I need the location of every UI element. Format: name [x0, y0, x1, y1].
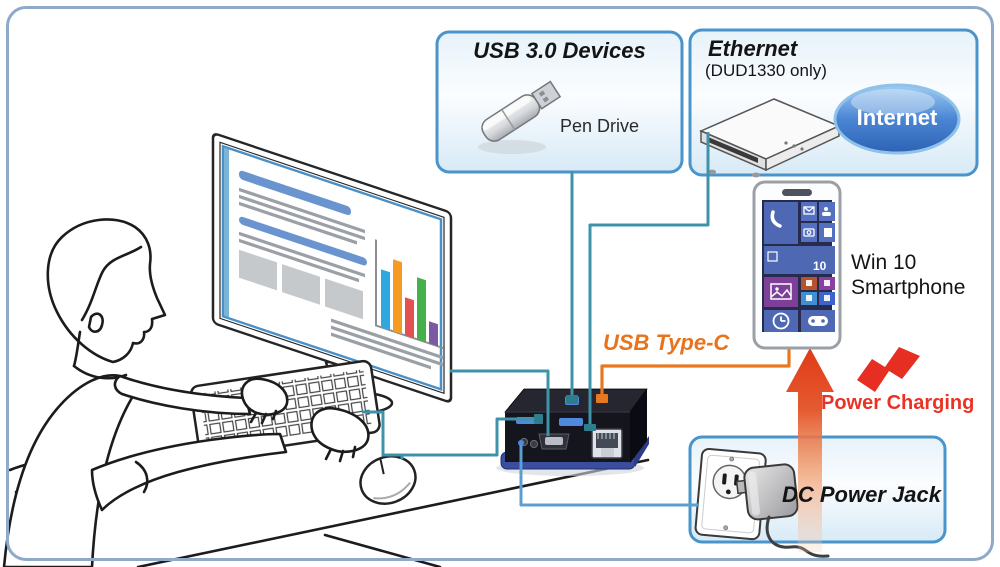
game-tile-icon — [808, 316, 828, 326]
calendar-tile-badge: 10 — [813, 259, 827, 273]
photos-tile-icon — [770, 283, 792, 300]
power-charging-label: Power Charging — [821, 392, 975, 414]
person-illustration — [2, 218, 167, 567]
mouse-illustration — [359, 455, 417, 505]
lightning-bolt-icon — [857, 347, 920, 392]
power-adapter-icon — [735, 463, 830, 558]
dock-ethernet-port — [591, 428, 623, 459]
usb-type-c-label: USB Type-C — [603, 330, 730, 355]
cable-keyboard — [362, 410, 540, 457]
dock-dc-port — [518, 440, 524, 446]
person-arms — [90, 374, 370, 512]
smartphone-label: Win 10 Smartphone — [851, 251, 965, 301]
cable-monitor — [450, 369, 550, 436]
pen-drive-label: Pen Drive — [560, 116, 640, 136]
person-hand-right — [310, 406, 370, 453]
bar-chart — [375, 239, 443, 349]
person-hand-left — [240, 377, 289, 416]
cable-typec-plug — [596, 394, 608, 403]
person-ear — [87, 312, 104, 333]
smartphone-label-line1: Win 10 — [851, 251, 917, 274]
power-cord — [765, 515, 830, 558]
cable-keyboard-plug — [534, 414, 543, 424]
router-icon — [699, 98, 841, 178]
pen-drive-icon — [481, 80, 562, 142]
ethernet-box-title: Ethernet — [708, 36, 798, 61]
cable-dc-power — [519, 445, 699, 507]
dock-usb-port-2 — [559, 418, 583, 426]
ethernet-box-subtitle: (DUD1330 only) — [705, 61, 827, 80]
smartphone-label-line2: Smartphone — [851, 275, 966, 299]
pen-drive-shadow — [478, 140, 546, 154]
power-arrow — [786, 348, 834, 552]
internet-bubble — [833, 83, 961, 155]
phone-tile-icon — [770, 210, 782, 228]
dc-power-jack-label: DC Power Jack — [782, 482, 941, 507]
dock-illustration — [496, 388, 649, 476]
cable-ethernet-plug — [584, 424, 596, 431]
phone-tiles: 10 — [764, 202, 835, 332]
clock-tile-icon — [772, 312, 790, 330]
smartphone-illustration: 10 — [752, 180, 842, 350]
cable-ethernet — [588, 132, 710, 431]
monitor-screen-content — [239, 170, 443, 370]
internet-bubble-label: Internet — [856, 105, 938, 130]
monitor-illustration — [211, 133, 453, 403]
cable-usb-type-c — [600, 346, 791, 399]
person-head — [46, 218, 167, 364]
usb-box-title: USB 3.0 Devices — [473, 38, 646, 63]
cable-usb-plug — [566, 395, 578, 404]
